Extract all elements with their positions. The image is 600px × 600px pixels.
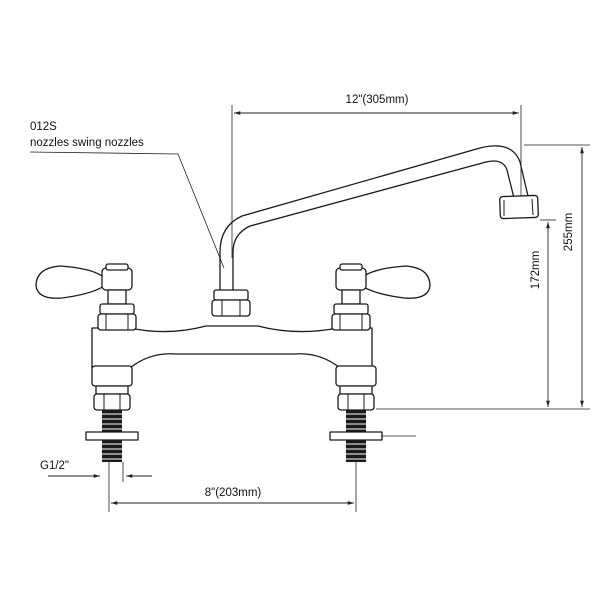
spout-height-dimension: 172mm bbox=[530, 219, 556, 407]
spout-swivel-nut bbox=[211, 289, 251, 317]
spout-reach-label: 12"(305mm) bbox=[346, 94, 409, 106]
left-lever-handle bbox=[35, 265, 105, 299]
inlet-thread-label: G1/2" bbox=[40, 460, 69, 472]
right-valve-assembly bbox=[329, 263, 431, 462]
overall-height-label: 255mm bbox=[563, 213, 575, 251]
center-spread-dimension: 8"(203mm) bbox=[108, 462, 357, 512]
callout-model-label: 012S bbox=[30, 121, 57, 133]
left-valve-assembly bbox=[35, 263, 139, 462]
spout-reach-dimension: 12"(305mm) bbox=[231, 94, 522, 258]
inlet-thread-dimension: G1/2" bbox=[40, 460, 152, 482]
right-lever-handle bbox=[361, 265, 431, 299]
spout-height-label: 172mm bbox=[530, 251, 542, 289]
model-callout: 012S nozzles swing nozzles bbox=[29, 121, 225, 269]
overall-height-dimension: 255mm bbox=[376, 144, 590, 410]
callout-description-label: nozzles swing nozzles bbox=[30, 137, 144, 149]
center-spread-label: 8"(203mm) bbox=[205, 487, 262, 499]
bridge-body bbox=[91, 325, 373, 369]
